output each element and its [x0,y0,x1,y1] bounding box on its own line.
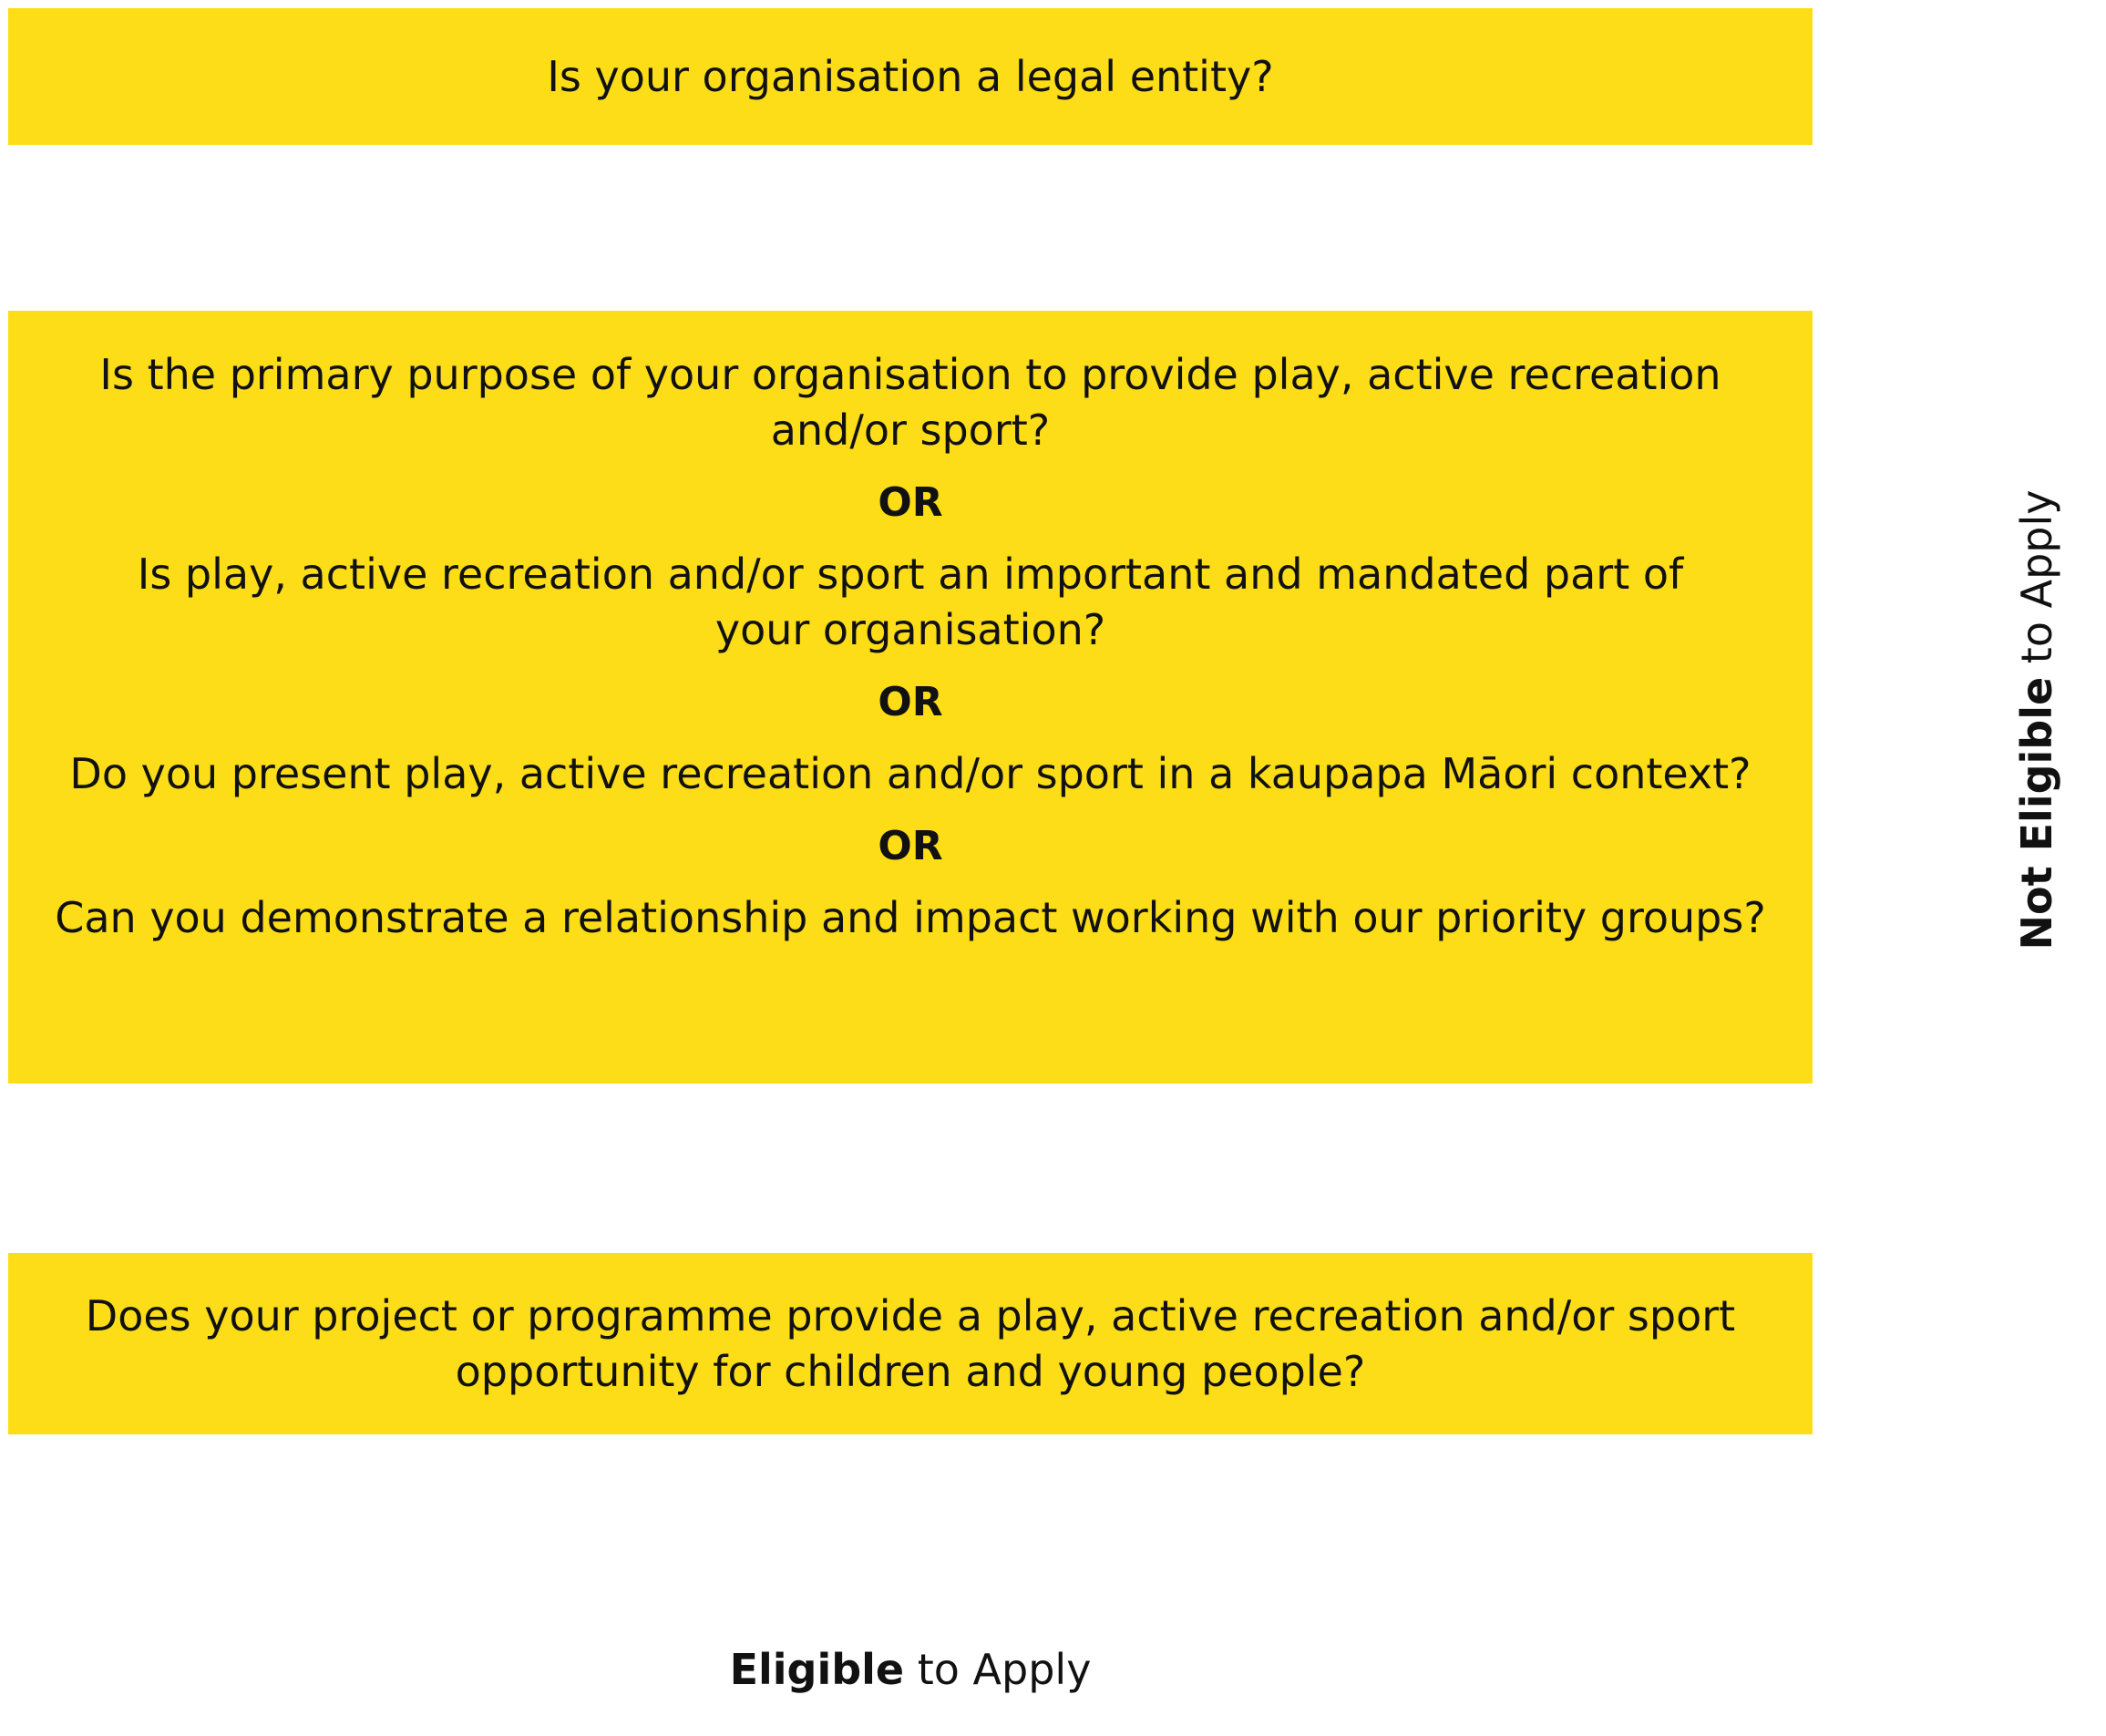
outcome-eligible-rest: to Apply [904,1645,1092,1694]
question-primary-purpose: Is the primary purpose of your organisat… [99,350,1721,455]
question-priority-groups: Can you demonstrate a relationship and i… [55,893,1766,942]
or-separator: OR [878,823,943,869]
outcome-eligible-bold: Eligible [729,1645,905,1694]
outcome-not-eligible: Not Eligible to Apply [2009,490,2064,950]
question-box-children: Does your project or programme provide a… [8,1253,1813,1434]
or-separator: OR [878,679,943,725]
or-separator: OR [878,479,943,526]
question-box-purpose: Is the primary purpose of your organisat… [8,311,1813,1084]
question-children-young-people: Does your project or programme provide a… [85,1290,1736,1396]
question-legal-entity: Is your organisation a legal entity? [547,51,1274,101]
outcome-eligible: Eligible to Apply [0,1642,1821,1697]
outcome-not-eligible-bold: Not Eligible [2012,676,2061,950]
outcome-not-eligible-rest: to Apply [2012,489,2061,677]
question-mandated-part: Is play, active recreation and/or sport … [137,550,1684,654]
question-box-legal-entity: Is your organisation a legal entity? [8,8,1813,145]
question-kaupapa-maori: Do you present play, active recreation a… [69,749,1752,798]
